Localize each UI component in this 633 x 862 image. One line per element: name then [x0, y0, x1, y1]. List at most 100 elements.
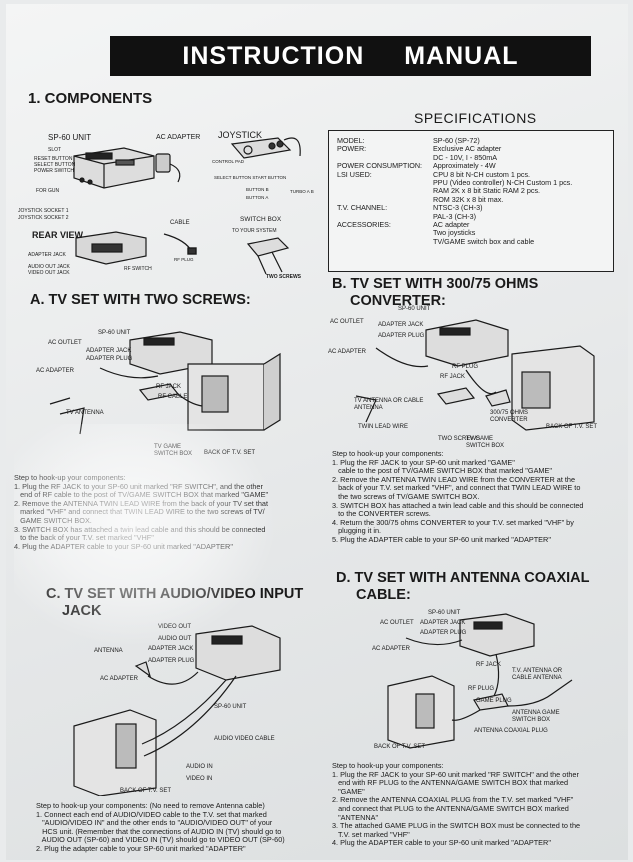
a-adapter-jack-label: ADAPTER JACK: [86, 348, 132, 354]
step-line: 1. Connect each end of AUDIO/VIDEO cable…: [36, 809, 267, 819]
d-adapter-jack-label: ADAPTER JACK: [420, 620, 466, 626]
select-start-label: SELECT BUTTON START BUTTON: [214, 175, 287, 180]
step-line: 3. SWITCH BOX has attached a twin lead c…: [332, 500, 584, 510]
spec-row: DC - 10V, I - 850mA: [329, 153, 613, 162]
joystick-label: JOYSTICK: [218, 130, 263, 140]
step-line: Step to hook-up your components:: [332, 449, 444, 458]
d-sp60-label: SP-60 UNIT: [428, 610, 461, 616]
two-screws-label: TWO SCREWS: [266, 274, 301, 280]
spec-value: RAM 2K x 8 bit Static RAM 2 pcs.: [433, 186, 541, 196]
spec-row: Two joysticks: [329, 229, 613, 238]
spec-key: [329, 187, 433, 195]
cable-drawing: [163, 233, 197, 255]
section-d-steps: Step to hook-up your components:1. Plug …: [332, 761, 624, 848]
b-adapter-jack-label: ADAPTER JACK: [378, 322, 424, 328]
step-line: "GAME": [332, 786, 365, 796]
b-screws-label: TWO SCREWS: [438, 436, 480, 442]
specifications-title: SPECIFICATIONS: [414, 110, 537, 126]
section-b-switch-box: [436, 387, 476, 405]
step-line: 1. Plug the RF JACK to your SP-60 unit m…: [332, 457, 515, 467]
spec-row: POWER CONSUMPTION:Approximately - 4W: [329, 161, 613, 171]
components-heading: 1. COMPONENTS: [28, 90, 153, 107]
spec-key: [329, 238, 433, 246]
spec-key: T.V. CHANNEL:: [337, 203, 388, 213]
spec-value: NTSC-3 (CH-3): [433, 203, 483, 213]
select-label: SELECT BUTTON: [34, 162, 76, 168]
components-diagram: [73, 137, 301, 275]
step-line: back of your T.V. set marked "VHF", and …: [332, 483, 581, 493]
step-line: 2. Remove the ANTENNA TWIN LEAD WIRE fro…: [332, 474, 576, 484]
rf-plug-label: RF PLUG: [174, 257, 194, 262]
spec-value: ROM 32K x 8 bit max.: [433, 194, 504, 204]
b-tv-antenna-label: TV ANTENNA OR CABLE ANTENNA: [354, 398, 424, 411]
spec-value: TV/GAME switch box and cable: [433, 236, 535, 246]
spec-value: CPU 8 bit N-CH custom 1 pcs.: [433, 169, 531, 179]
section-b-console: [425, 319, 509, 367]
step-line: cable to the post of TV/GAME SWITCH BOX …: [332, 466, 552, 476]
section-b-diagram: [355, 319, 595, 431]
spec-row: POWER: Exclusive AC adapter: [329, 144, 613, 154]
b-rf-jack-label: RF JACK: [440, 374, 466, 380]
c-ac-adapter-label: AC ADAPTER: [100, 676, 139, 682]
step-line: "AUDIO/VIDEO IN" and the other ends to "…: [36, 818, 273, 828]
rear-view-drawing: [75, 231, 147, 265]
section-b-heading: B. TV SET WITH 300/75 OHMS CONVERTER:: [332, 276, 538, 310]
spec-row: PAL-3 (CH-3): [329, 212, 613, 221]
d-tv-antenna-label: T.V. ANTENNA OR CABLE ANTENNA: [512, 668, 563, 681]
c-audio-out-label: AUDIO OUT: [158, 636, 192, 642]
power-label: POWER SWITCH: [34, 168, 74, 174]
spec-value: Exclusive AC adapter: [433, 144, 502, 154]
switch-box-drawing: [246, 237, 290, 275]
step-line: AUDIO OUT (SP-60) and VIDEO IN (TV) shou…: [36, 835, 285, 845]
c-adapter-plug-label: ADAPTER PLUG: [148, 658, 195, 664]
joystick-socket-2-label: JOYSTICK SOCKET 2: [18, 215, 69, 221]
title-word-manual: MANUAL: [404, 41, 519, 70]
spec-row: ACCESSORIES:AC adapter: [329, 220, 613, 229]
button-a-label: BUTTON A: [246, 195, 269, 200]
section-d-console: [459, 613, 535, 657]
joystick-socket-1-label: JOYSTICK SOCKET 1: [18, 208, 69, 214]
reset-label: RESET BUTTON: [34, 156, 73, 162]
section-b-heading-line-1: B. TV SET WITH 300/75 OHMS: [332, 276, 539, 292]
a-rf-jack-label: RF JACK: [156, 384, 182, 390]
b-tvgame-label: TV GAME SWITCH BOX: [466, 436, 505, 449]
spec-row: MODEL:SP-60 (SP-72): [329, 136, 613, 145]
section-c-heading-line-1: C. TV SET WITH AUDIO/VIDEO INPUT: [46, 586, 304, 602]
d-switch-box-label: ANTENNA GAME SWITCH BOX: [512, 710, 560, 723]
a-rf-cable-label: RF CABLE: [158, 394, 188, 400]
step-line: 4. Plug the ADAPTER cable to your SP-60 …: [332, 838, 551, 848]
c-sp60-label: SP-60 UNIT: [214, 704, 247, 710]
b-rf-plug-label: RF PLUG: [452, 364, 479, 370]
section-b-steps: Step to hook-up your components:1. Plug …: [332, 449, 622, 545]
section-d-diagram: [387, 613, 573, 749]
step-line: Step to hook-up your components: (No nee…: [36, 801, 265, 810]
step-line: plugging it in.: [332, 526, 382, 536]
a-adapter-plug-label: ADAPTER PLUG: [86, 356, 133, 362]
step-line: 3. The attached GAME PLUG in the SWITCH …: [332, 821, 581, 831]
spec-key: POWER:: [337, 144, 367, 154]
spec-value: Approximately - 4W: [433, 161, 496, 171]
section-c-outlet: [134, 661, 152, 678]
rear-view-label: REAR VIEW: [32, 230, 84, 240]
ac-adapter-label: AC ADAPTER: [156, 134, 201, 141]
section-c-heading: C. TV SET WITH AUDIO/VIDEO INPUT JACK: [46, 586, 303, 620]
c-antenna-label: ANTENNA: [94, 648, 123, 654]
d-adapter-plug-label: ADAPTER PLUG: [420, 630, 467, 636]
step-line: 2. Remove the ANTENNA COAXIAL PLUG from …: [332, 795, 574, 805]
section-a-heading: A. TV SET WITH TWO SCREWS:: [30, 292, 251, 308]
b-ac-adapter-label: AC ADAPTER: [328, 349, 367, 355]
sp60-unit-label: SP-60 UNIT: [48, 133, 92, 142]
turbo-label: TURBO A B: [290, 189, 314, 194]
section-b-converter: [485, 389, 511, 407]
d-back-tv-label: BACK OF T.V. SET: [374, 744, 426, 750]
manual-title-bar: INSTRUCTION MANUAL: [110, 36, 591, 76]
c-back-tv-label: BACK OF T.V. SET: [120, 788, 172, 794]
step-line: to the CONVERTER screws.: [332, 509, 431, 519]
video-out-label: VIDEO OUT JACK: [28, 270, 70, 276]
d-rf-plug-label: RF PLUG: [468, 686, 495, 692]
section-a-diagram: [49, 331, 281, 435]
b-converter-label: 300/75 OHMS CONVERTER: [490, 410, 529, 423]
step-line: Step to hook-up your components:: [332, 761, 444, 770]
sp60-unit-drawing: [73, 147, 155, 189]
spec-key: [329, 179, 433, 187]
